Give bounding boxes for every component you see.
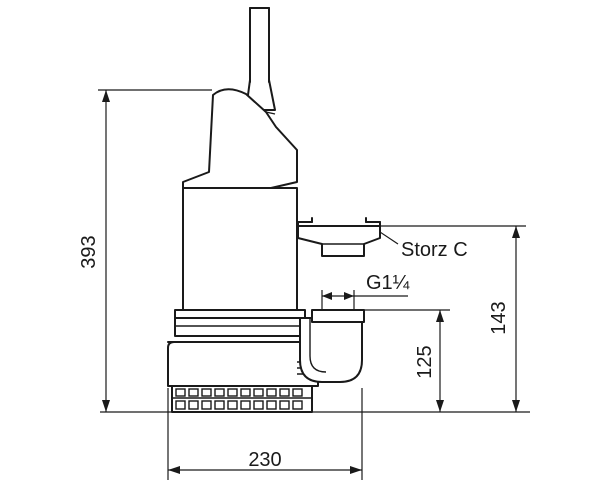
dim-thread: [321, 290, 408, 310]
dim-125: [364, 309, 450, 412]
head-seam: [265, 111, 276, 115]
outlet-elbow: [299, 309, 365, 383]
storz-coupling: [297, 217, 381, 257]
label-125: 125: [414, 345, 436, 378]
label-storz-c: Storz C: [401, 239, 468, 261]
label-143: 143: [488, 301, 510, 334]
housing-flange: [174, 309, 306, 337]
dim-230: [167, 388, 363, 480]
motor-head: [182, 88, 298, 189]
label-230: 230: [248, 449, 281, 471]
dim-143: [298, 225, 526, 412]
storz-leader: [379, 231, 399, 245]
label-393: 393: [78, 235, 100, 268]
inlet-strainer: [171, 385, 313, 413]
pump-base: [167, 341, 319, 387]
power-cable: [245, 7, 276, 111]
label-thread-g114: G1¼: [366, 272, 410, 294]
dim-393: [98, 89, 212, 412]
motor-housing: [182, 187, 298, 311]
